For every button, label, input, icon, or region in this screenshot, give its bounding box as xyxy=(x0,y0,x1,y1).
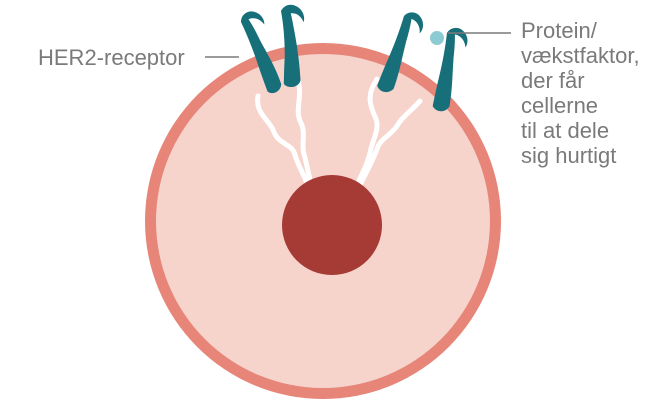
growth-factor-label-line-1: Protein/ xyxy=(521,18,598,43)
growth-factor-label-line-3: der får xyxy=(521,68,585,93)
growth-factor-label-line-6: sig hurtigt xyxy=(521,143,616,168)
growth-factor-label-line-4: cellerne xyxy=(521,93,598,118)
cell-nucleus xyxy=(282,175,382,275)
growth-factor-label-line-5: til at dele xyxy=(521,118,609,143)
receptor-label: HER2-receptor xyxy=(38,45,185,70)
growth-factor-label-line-2: vækstfaktor, xyxy=(521,43,640,68)
growth-factor-label: Protein/ vækstfaktor, der får cellerne t… xyxy=(521,18,646,168)
growth-factor-protein-icon xyxy=(430,31,444,45)
